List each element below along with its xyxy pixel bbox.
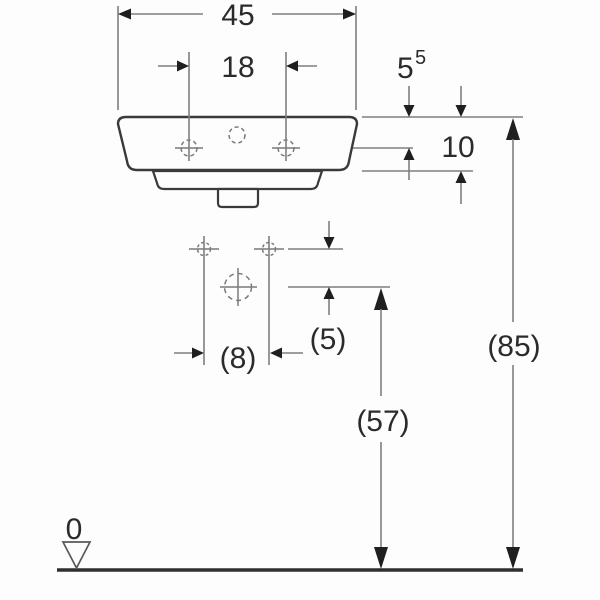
arrowhead-right-icon bbox=[192, 347, 204, 359]
dimension-fixing-spacing: (8) bbox=[174, 342, 303, 375]
dimension-label-fixing-spacing: (8) bbox=[220, 342, 257, 375]
basin-apron bbox=[151, 169, 324, 191]
dimension-label-fixing-to-outlet: (5) bbox=[310, 323, 347, 356]
arrowhead-up-icon bbox=[323, 287, 335, 299]
dimension-label-edge-to-tap-sup: 5 bbox=[415, 47, 426, 69]
arrowhead-left-icon bbox=[286, 60, 298, 72]
arrowhead-down-icon bbox=[403, 105, 415, 117]
arrowhead-down-icon bbox=[506, 547, 520, 569]
overflow-icon bbox=[228, 126, 246, 144]
dimension-fixing-to-outlet: (5) bbox=[288, 221, 390, 356]
dimension-rim-height: (85) bbox=[487, 118, 541, 569]
dimension-label-width: 45 bbox=[221, 0, 254, 32]
dimension-outlet-height: (57) bbox=[356, 288, 410, 569]
arrowhead-right-icon bbox=[343, 8, 356, 20]
arrowhead-up-icon bbox=[374, 288, 388, 310]
arrowhead-up-icon bbox=[506, 118, 520, 140]
dimension-label-outlet-height: (57) bbox=[356, 405, 409, 438]
arrowhead-left-icon bbox=[118, 8, 131, 20]
datum-triangle-icon bbox=[61, 541, 92, 570]
dimension-label-edge-to-tap: 5 bbox=[397, 52, 414, 85]
arrowhead-down-icon bbox=[323, 237, 335, 249]
datum-zero-label: 0 bbox=[66, 513, 83, 546]
floor-and-datum: 0 bbox=[57, 513, 523, 572]
dimension-edge-to-tap: 5 5 bbox=[397, 47, 426, 180]
arrowhead-up-icon bbox=[455, 171, 467, 183]
dimension-label-rim-height: (85) bbox=[487, 330, 540, 363]
dimension-overall-width: 45 bbox=[117, 0, 357, 110]
fixing-hole-right-icon bbox=[254, 236, 284, 365]
dimension-apron-height: 10 bbox=[441, 86, 475, 204]
dimension-label-tap-spacing: 18 bbox=[221, 51, 254, 84]
basin-trap-cover bbox=[216, 187, 260, 209]
outlet-icon bbox=[220, 268, 257, 306]
basin-body bbox=[116, 115, 359, 172]
arrowhead-right-icon bbox=[177, 60, 189, 72]
arrowhead-left-icon bbox=[270, 347, 282, 359]
fixing-hole-left-icon bbox=[189, 236, 219, 365]
arrowhead-up-icon bbox=[403, 148, 415, 160]
arrowhead-down-icon bbox=[455, 105, 467, 117]
dimension-label-apron-height: 10 bbox=[441, 131, 474, 164]
dimension-tap-spacing: 18 bbox=[158, 51, 317, 161]
basin-outline bbox=[116, 115, 359, 209]
arrowhead-down-icon bbox=[374, 547, 388, 569]
